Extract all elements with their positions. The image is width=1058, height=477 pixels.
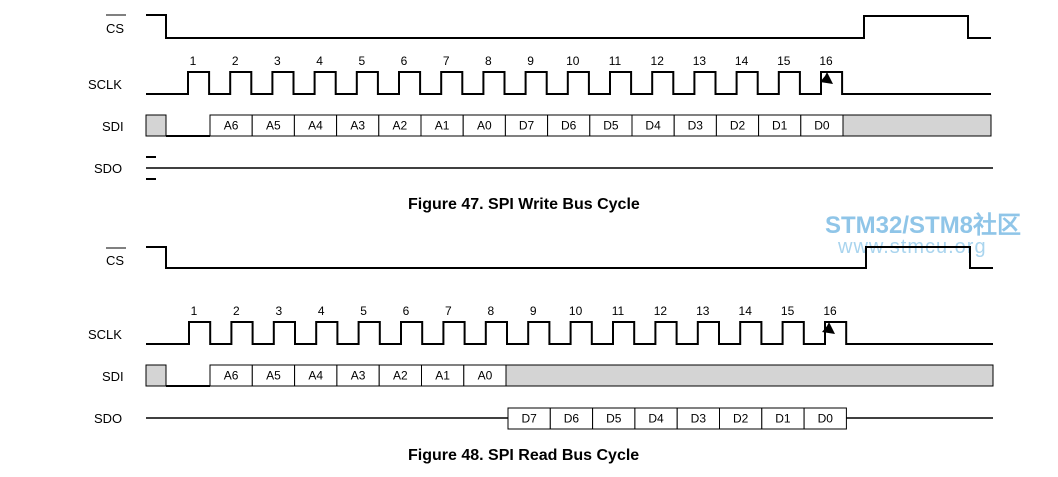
bit-label: A1 [435, 369, 450, 383]
sdo-label: SDO [94, 411, 122, 426]
bit-label: D7 [519, 119, 535, 133]
figure-47-caption: Figure 47. SPI Write Bus Cycle [408, 196, 640, 213]
bit-label: D6 [564, 412, 580, 426]
clock-number: 7 [443, 54, 450, 68]
sdi-dontcare-end [842, 114, 992, 137]
sample-edge-arrow-icon [820, 72, 833, 84]
clock-number: 14 [739, 304, 753, 318]
bit-label: A0 [478, 369, 493, 383]
bit-label: D2 [733, 412, 749, 426]
sdi-dontcare-end [505, 364, 994, 387]
bit-label: D1 [772, 119, 788, 133]
clock-number: 14 [735, 54, 749, 68]
sdi-label: SDI [102, 369, 124, 384]
bit-label: D5 [603, 119, 619, 133]
clock-number: 11 [609, 54, 622, 68]
bit-label: A6 [224, 119, 239, 133]
clock-number: 7 [445, 304, 452, 318]
bit-label: D4 [648, 412, 664, 426]
clock-number: 9 [527, 54, 534, 68]
figure-48-caption: Figure 48. SPI Read Bus Cycle [408, 447, 639, 464]
bit-label: D4 [645, 119, 661, 133]
bit-label: D7 [521, 412, 537, 426]
clock-number: 16 [823, 304, 837, 318]
clock-number: 5 [360, 304, 367, 318]
sdi-bit-cells: A6 A5 A4 A3 A2 A1 A0 D7 D6 D5 D4 D3 D2 D1 D0 [209, 114, 844, 137]
sdi-dontcare-start [145, 364, 167, 387]
bit-label: D0 [814, 119, 830, 133]
clock-number: 3 [274, 54, 281, 68]
bit-label: A5 [266, 119, 281, 133]
watermark-line1: STM32/STM8社区 [825, 211, 1021, 239]
sdo-label: SDO [94, 161, 122, 176]
clock-number: 12 [654, 304, 668, 318]
clock-number: 13 [696, 304, 710, 318]
bit-label: D0 [818, 412, 834, 426]
clock-number: 4 [316, 54, 323, 68]
bit-label: D3 [691, 412, 707, 426]
sdi-dontcare-start [145, 114, 167, 137]
clock-number: 4 [318, 304, 325, 318]
watermark: STM32/STM8社区 www.stmcu.org [825, 211, 1021, 258]
clock-number: 15 [777, 54, 791, 68]
cs-label: CS [106, 253, 124, 268]
bit-label: D3 [688, 119, 704, 133]
cs-waveform [146, 246, 993, 269]
clock-number: 2 [233, 304, 240, 318]
bit-label: A3 [351, 369, 366, 383]
bit-label: A2 [393, 369, 408, 383]
clock-number: 6 [403, 304, 410, 318]
clock-number: 1 [191, 304, 198, 318]
clock-number: 12 [651, 54, 665, 68]
bit-label: D6 [561, 119, 577, 133]
bit-label: A2 [393, 119, 408, 133]
clock-number: 13 [693, 54, 707, 68]
clock-number: 6 [401, 54, 408, 68]
clock-number: 3 [275, 304, 282, 318]
bit-label: A3 [350, 119, 365, 133]
clock-number: 11 [612, 304, 625, 318]
bit-label: D5 [606, 412, 622, 426]
cs-label: CS [106, 21, 124, 36]
sample-edge-arrow-icon [822, 322, 835, 334]
sclk-waveform [146, 71, 991, 95]
bit-label: A1 [435, 119, 450, 133]
sdi-label: SDI [102, 119, 124, 134]
sdo-bit-cells: D7 D6 D5 D4 D3 D2 D1 D0 [507, 407, 847, 430]
clock-number: 1 [190, 54, 197, 68]
clock-number: 2 [232, 54, 239, 68]
clock-number: 8 [485, 54, 492, 68]
sdi-bit-cells: A6 A5 A4 A3 A2 A1 A0 [209, 364, 507, 387]
bit-label: D2 [730, 119, 746, 133]
bit-label: A6 [224, 369, 239, 383]
bit-label: A5 [266, 369, 281, 383]
bit-label: A4 [308, 119, 323, 133]
clock-number: 10 [566, 54, 580, 68]
clock-number: 15 [781, 304, 795, 318]
clock-number: 9 [530, 304, 537, 318]
clock-number: 8 [487, 304, 494, 318]
cs-waveform [146, 14, 991, 39]
sclk-label: SCLK [88, 77, 122, 92]
sclk-label: SCLK [88, 327, 122, 342]
bit-label: D1 [775, 412, 791, 426]
bit-label: A0 [477, 119, 492, 133]
clock-number: 10 [569, 304, 583, 318]
sclk-waveform [146, 321, 993, 345]
bit-label: A4 [308, 369, 323, 383]
clock-number: 5 [358, 54, 365, 68]
clock-number: 16 [819, 54, 833, 68]
